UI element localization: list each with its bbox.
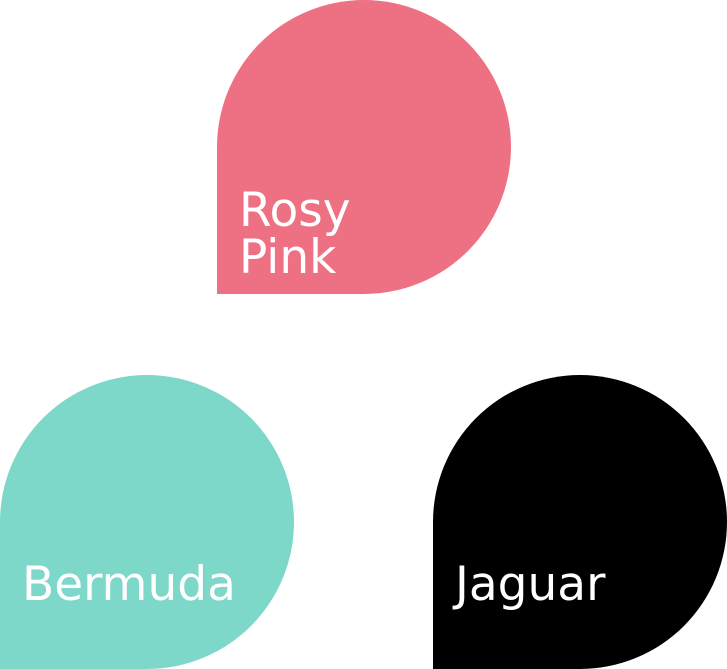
swatch-label-jaguar: Jaguar (455, 561, 605, 608)
swatch-label-line: Pink (239, 230, 337, 285)
color-swatch-jaguar: Jaguar (433, 375, 727, 669)
color-swatch-rosy-pink: Rosy Pink (217, 0, 511, 294)
swatch-label-rosy-pink: Rosy Pink (239, 187, 351, 281)
color-swatch-bermuda: Bermuda (0, 375, 294, 669)
swatch-label-line: Jaguar (455, 557, 606, 612)
swatch-label-bermuda: Bermuda (22, 561, 236, 608)
swatch-label-line: Bermuda (22, 557, 236, 612)
swatch-label-line: Rosy (239, 183, 351, 238)
